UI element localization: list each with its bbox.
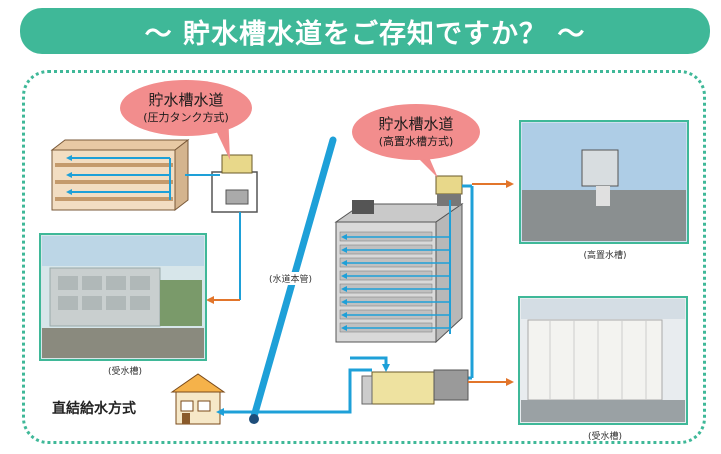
ground-receiving-tank <box>361 369 469 405</box>
speech-bubble-pressure-tank: 貯水槽水道 (圧力タンク方式) <box>120 80 252 136</box>
speech-bubble-elevated-tank: 貯水槽水道 (高置水槽方式) <box>352 104 480 160</box>
caption-elevated-tank: (高置水槽) <box>583 251 627 261</box>
photo-receiving-tank-left <box>39 233 207 361</box>
high-rise-floors <box>339 200 451 334</box>
caption-receiving-tank-right: (受水槽) <box>587 432 623 442</box>
pressure-tank-unit <box>185 154 258 304</box>
title-banner: ～ 貯水槽水道をご存知ですか？ ～ <box>20 8 710 54</box>
bubble-pressure-main: 貯水槽水道 <box>148 91 224 109</box>
bubble-elevated-sub: (高置水槽方式) <box>378 135 454 148</box>
main-pipe-label: (水道本管) <box>268 272 314 285</box>
caption-receiving-tank-left: (受水槽) <box>107 367 143 377</box>
floor-flow-arrow <box>341 234 347 240</box>
bubble-pressure-sub: (圧力タンク方式) <box>143 111 229 124</box>
floor-flow-arrow <box>341 286 347 292</box>
floor-flow-arrow <box>341 260 347 266</box>
main-pipe-joint <box>249 414 259 424</box>
floor-flow-arrow <box>341 325 347 331</box>
page-title: ～ 貯水槽水道をご存知ですか？ ～ <box>144 18 586 50</box>
house-direct-supply <box>170 373 226 425</box>
low-rise-building <box>50 138 190 212</box>
floor-flow-arrow <box>341 299 347 305</box>
floor-flow-arrow <box>341 273 347 279</box>
direct-supply-label: 直結給水方式 <box>52 401 136 417</box>
bubble-elevated-main: 貯水槽水道 <box>378 115 454 133</box>
photo-elevated-tank <box>519 120 689 244</box>
floor-flow-arrow <box>341 312 347 318</box>
photo-receiving-tank-right <box>518 296 688 425</box>
diagram-frame <box>22 70 706 444</box>
floor-flow-arrow <box>341 247 347 253</box>
